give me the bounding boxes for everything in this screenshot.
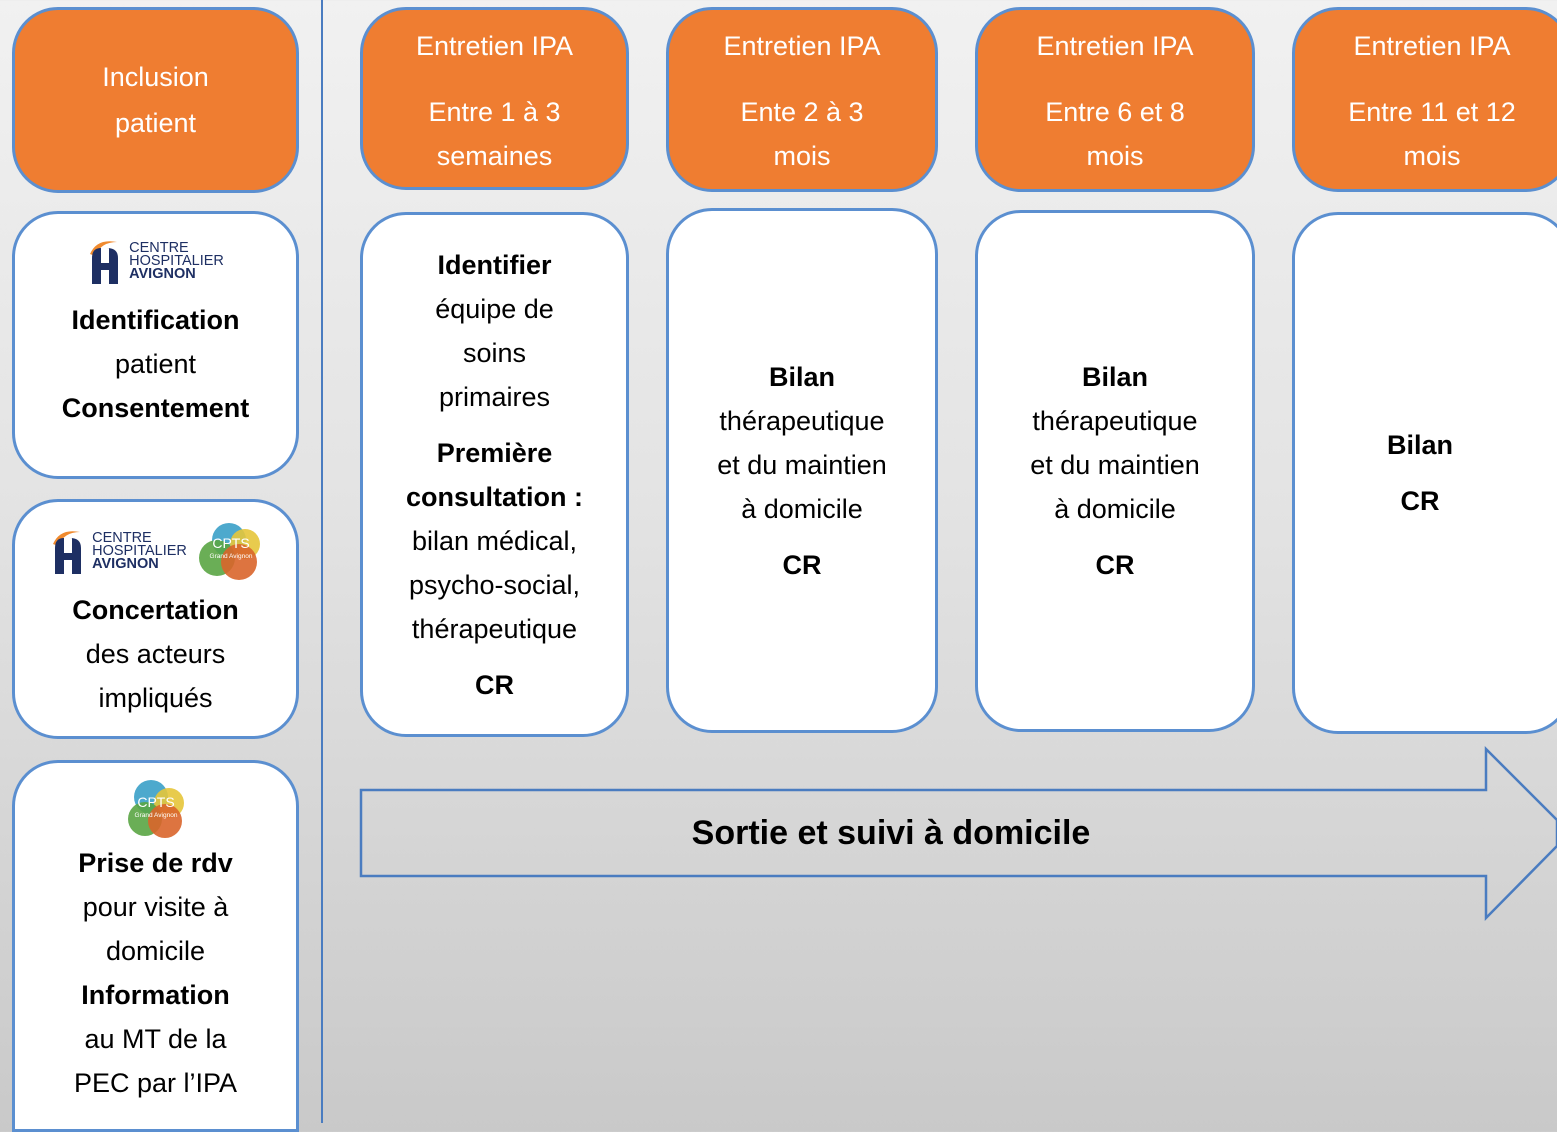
step-period: semaines [436,141,553,171]
step-period: mois [773,141,831,171]
card-heading: Bilan [1386,430,1453,460]
cpts-grand-avignon-logo: CPTS Grand Avignon [198,523,260,580]
card-text: domicile [105,936,206,966]
step-header-1: Entretien IPA Entre 1 à 3 semaines [360,7,629,190]
card-text: PEC par l’IPA [73,1068,238,1098]
card-heading: Bilan [768,361,835,392]
card-heading: Concertation [72,595,239,625]
card-text: psycho-social, [408,569,581,600]
card-heading: Première [436,437,553,468]
step-period: Entre 6 et 8 [1045,97,1185,127]
card-text: bilan médical, [411,525,578,556]
cpts-logo-text: CPTS [137,794,174,810]
step-header-2: Entretien IPA Ente 2 à 3 mois [666,7,938,192]
inclusion-label-line2: patient [114,108,197,138]
card-heading: Bilan [1081,362,1148,392]
step-header-3: Entretien IPA Entre 6 et 8 mois [975,7,1255,192]
card-heading: Consentement [61,393,250,423]
step-period: Entre 11 et 12 [1348,97,1516,127]
rdv-card: CPTS Grand Avignon Prise de rdv pour visi… [12,760,299,1132]
cpts-grand-avignon-logo: CPTS Grand Avignon [127,780,184,838]
ch-avignon-logo-text: CENTRE HOSPITALIER AVIGNON [129,239,224,282]
ch-avignon-logo: CENTRE HOSPITALIER AVIGNON [50,526,187,576]
step-title: Entretien IPA [1353,31,1511,61]
card-heading: consultation : [406,481,583,512]
identification-card: CENTRE HOSPITALIER AVIGNON Identificatio… [12,211,299,479]
step-title: Entretien IPA [415,31,574,61]
card-heading: Identifier [437,249,552,280]
ch-avignon-logo-text: CENTRE HOSPITALIER AVIGNON [92,529,187,572]
card-heading: CR [1400,486,1440,516]
card-text: et du maintien [717,449,887,480]
step-body-2: Bilan thérapeutique et du maintien à domici… [666,208,938,733]
concertation-card: CENTRE HOSPITALIER AVIGNON CPTS Grand Av… [12,499,299,739]
step-body-3: Bilan thérapeutique et du maintien à domici… [975,210,1255,732]
step-title: Entretien IPA [723,31,881,61]
card-text: thérapeutique [719,405,885,436]
cpts-logo-subtext: Grand Avignon [134,812,177,819]
step-title: Entretien IPA [1036,31,1194,61]
card-text: primaires [438,381,551,412]
card-text: des acteurs [85,639,226,669]
column-separator [321,0,323,1123]
card-text: au MT de la [84,1024,227,1054]
step-period: mois [1403,141,1461,171]
card-heading: Identification [71,305,240,335]
card-text: patient [114,349,197,379]
card-text: pour visite à [82,892,229,922]
card-text: et du maintien [1030,450,1200,480]
card-text: thérapeutique [411,613,578,644]
card-heading: CR [1095,550,1135,580]
card-text: équipe de [435,293,554,324]
cpts-logo-text: CPTS [212,535,249,551]
card-heading: Prise de rdv [78,848,233,878]
card-heading: CR [475,669,514,700]
ch-avignon-logo: CENTRE HOSPITALIER AVIGNON [87,236,224,286]
ch-avignon-logo-mark-icon [53,531,82,574]
card-text: soins [462,337,527,368]
step-period: mois [1086,141,1144,171]
concertation-card-text: Concertation des acteurs impliqués [72,588,239,720]
card-text: thérapeutique [1032,406,1198,436]
follow-up-arrow-label: Sortie et suivi à domicile [691,813,1091,852]
card-text: à domicile [1054,494,1176,524]
step-header-4: Entretien IPA Entre 11 et 12 mois [1292,7,1557,192]
cpts-logo-subtext: Grand Avignon [209,553,252,560]
card-heading: CR [782,549,822,580]
ch-avignon-logo-mark-icon [90,241,119,284]
card-text: impliqués [98,683,213,713]
inclusion-patient-box: Inclusion patient [12,7,299,193]
inclusion-label-line1: Inclusion [102,62,209,92]
step-period: Ente 2 à 3 [740,97,864,127]
concertation-logos: CENTRE HOSPITALIER AVIGNON CPTS Grand Av… [50,520,261,582]
card-text: à domicile [741,493,863,524]
step-period: Entre 1 à 3 [428,97,561,127]
card-heading: Information [81,980,230,1010]
